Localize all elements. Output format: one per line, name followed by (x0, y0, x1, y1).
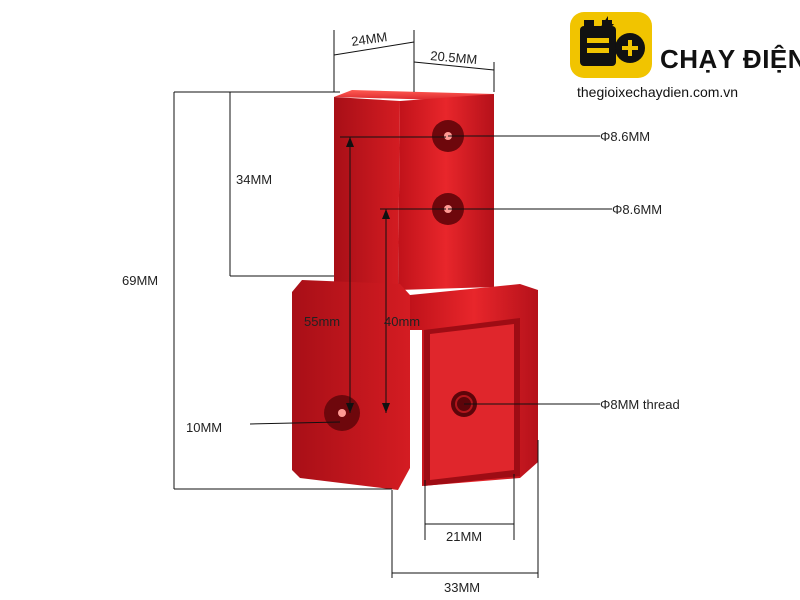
label-thread-hole: Φ8MM thread (600, 397, 680, 412)
brand-logo (570, 12, 652, 78)
dimension-labels: 24MM 20.5MM 34MM 69MM 55mm 40mm 10MM 21M… (122, 29, 680, 595)
label-hole-to-top: 55mm (304, 314, 340, 329)
upper-block-left-face (334, 97, 400, 290)
label-slot-width: 21MM (446, 529, 482, 544)
lower-left-leg (292, 280, 410, 490)
label-bottom-width: 33MM (444, 580, 480, 595)
brand-name: CHẠY ĐIỆN (660, 44, 800, 74)
battery-logo-icon (580, 16, 645, 66)
label-total-height: 69MM (122, 273, 158, 288)
upper-block-front-face (398, 94, 494, 290)
label-upper-height: 34MM (236, 172, 272, 187)
dimension-lines (173, 30, 612, 578)
label-top-width: 24MM (350, 29, 388, 49)
label-upper-hole-1: Φ8.6MM (600, 129, 650, 144)
label-hole-spacing: 40mm (384, 314, 420, 329)
label-upper-hole-2: Φ8.6MM (612, 202, 662, 217)
label-top-depth: 20.5MM (430, 48, 478, 67)
bracket-part (292, 90, 538, 490)
brand-url: thegioixechaydien.com.vn (577, 84, 739, 100)
lower-hole (324, 395, 360, 431)
label-hole-edge: 10MM (186, 420, 222, 435)
